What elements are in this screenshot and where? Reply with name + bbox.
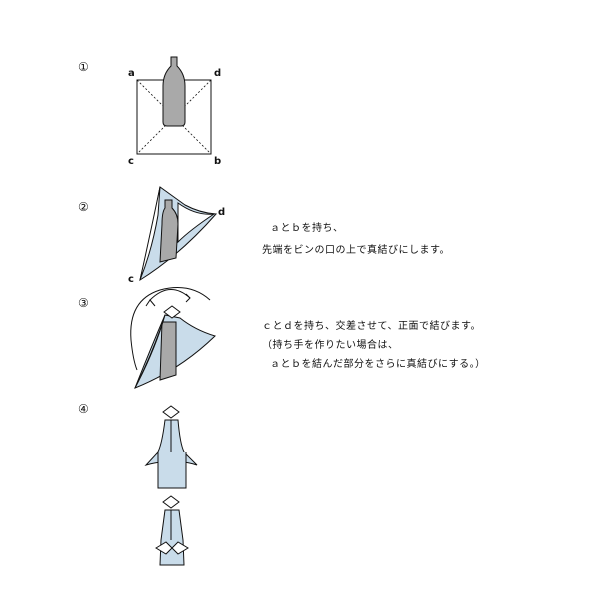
- arrow-head: [185, 293, 191, 303]
- arrow-curve: [149, 289, 191, 301]
- corner-label-a: a: [128, 68, 135, 79]
- step-3-text-line-3: ａとｂを結んだ部分をさらに真結びにする。）: [270, 359, 486, 370]
- corner-label-b: b: [214, 156, 222, 167]
- top-knot: [162, 495, 180, 509]
- step-2-number: ②: [78, 200, 89, 214]
- corner-label-d: d: [214, 68, 222, 79]
- step-4-number: ④: [78, 402, 89, 416]
- cloth-fold: [134, 314, 166, 389]
- step-3-figure: [130, 287, 216, 389]
- step-3-text-line-1: ｃとｄを持ち、交差させて、正面で結びます。: [262, 321, 481, 332]
- step-3-text-line-2: （持ち手を作りたい場合は、: [262, 340, 399, 351]
- top-knot: [162, 405, 180, 419]
- arrow-curve: [130, 287, 211, 341]
- corner-label-c: c: [128, 274, 134, 285]
- step-3-number: ③: [78, 296, 89, 310]
- corner-label-d: d: [218, 207, 226, 218]
- wrapped-bottle-body: [157, 452, 187, 489]
- arrow-head: [145, 299, 156, 307]
- cloth-fold: [139, 186, 161, 281]
- step-1-number: ①: [78, 60, 89, 74]
- step-4-figure-b: [155, 495, 189, 566]
- step-4-figure-a: [144, 405, 198, 489]
- bottle: [162, 56, 186, 127]
- step-2-figure: [139, 186, 218, 282]
- step-2-text-line-2: 先端をビンの口の上で真結びにします。: [262, 245, 450, 256]
- front-knot: [155, 541, 189, 555]
- corner-label-c: c: [128, 156, 134, 167]
- step-1-figure: [136, 56, 212, 155]
- step-2-text-line-1: ａとｂを持ち、: [270, 223, 344, 234]
- cloth-inner: [177, 202, 215, 244]
- bottle: [159, 321, 177, 381]
- wrapped-bottle: [159, 509, 185, 566]
- knot: [163, 305, 181, 319]
- bottle: [159, 199, 179, 263]
- arrow-tail: [130, 339, 138, 371]
